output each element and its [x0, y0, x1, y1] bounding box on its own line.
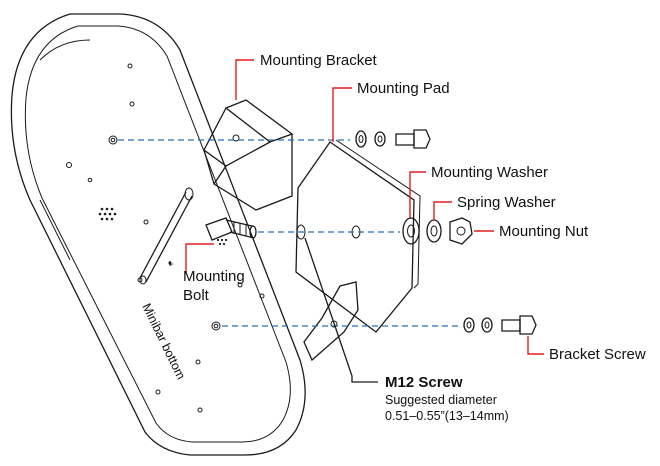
leader-lines [185, 59, 544, 355]
mounting-bracket [203, 99, 359, 362]
label-bracket-screw: Bracket Screw [549, 346, 646, 363]
label-mounting-bolt-line1: Mounting [183, 268, 245, 285]
label-mounting-bolt-line2: Bolt [183, 287, 210, 304]
mounting-bolt [205, 217, 257, 241]
label-m12-screw: M12 Screw [385, 374, 463, 391]
label-mounting-washer: Mounting Washer [431, 164, 548, 181]
label-mounting-bracket: Mounting Bracket [260, 52, 378, 69]
label-spring-washer: Spring Washer [457, 194, 556, 211]
label-mounting-pad: Mounting Pad [357, 80, 450, 97]
label-suggested-diameter: Suggested diameter [385, 393, 497, 407]
label-mounting-nut: Mounting Nut [499, 223, 589, 240]
mounting-pad [295, 139, 421, 333]
minibar-bottom-panel [10, 13, 306, 456]
top-fastener-stack [355, 129, 431, 149]
bottom-fastener-stack [463, 315, 537, 335]
centerlines [118, 139, 460, 327]
m12-leader [304, 237, 378, 383]
label-diameter-value: 0.51–0.55”(13–14mm) [385, 409, 509, 423]
label-minibar-bottom: Minibar bottom [139, 301, 188, 381]
